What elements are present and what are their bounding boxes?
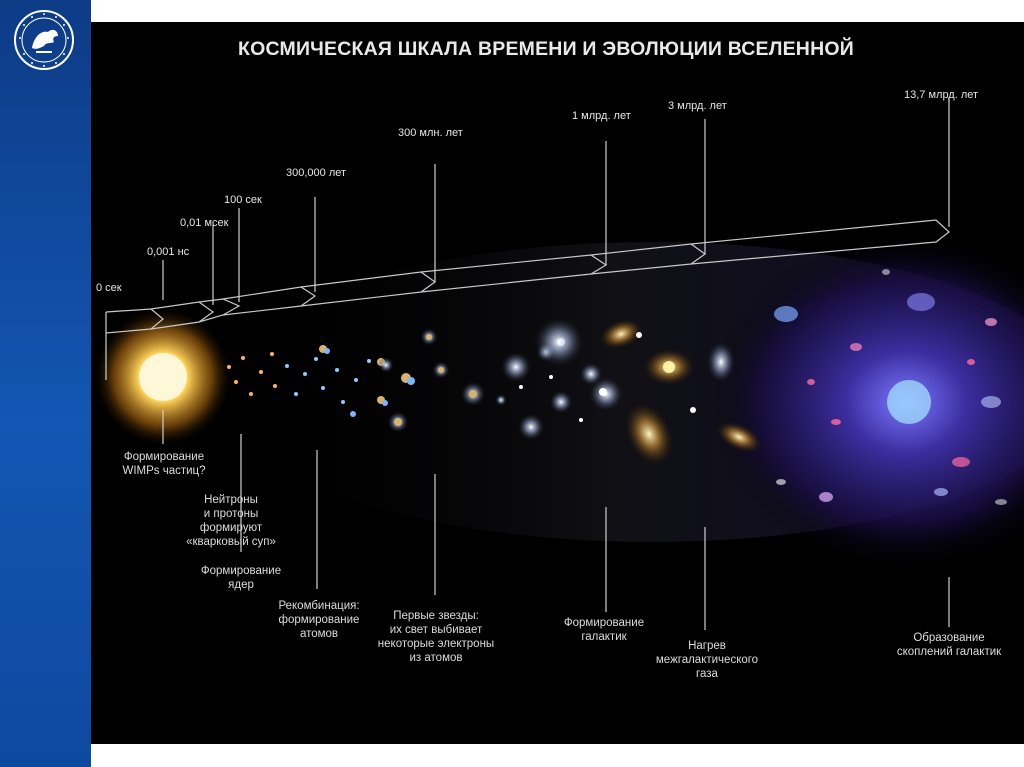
time-label-1: 0,001 нс (147, 246, 190, 258)
universe-illustration (93, 98, 1024, 630)
sidebar (0, 0, 91, 767)
time-label-5: 300 млн. лет (398, 127, 463, 139)
time-label-8: 13,7 млрд. лет (904, 89, 979, 101)
event-label-clusters: Образование скоплений галактик (896, 632, 1002, 658)
time-label-4: 300,000 лет (286, 167, 347, 179)
time-label-0: 0 сек (96, 282, 122, 294)
bottom-bar (91, 744, 1024, 767)
event-label-first-stars: Первые звезды: их свет выбивает некоторы… (377, 610, 495, 664)
time-label-2: 0,01 мсек (180, 217, 229, 229)
page-title: КОСМИЧЕСКАЯ ШКАЛА ВРЕМЕНИ И ЭВОЛЮЦИИ ВСЕ… (238, 38, 854, 60)
event-label-wimps: Формирование WIMPs частиц? (122, 451, 206, 477)
event-label-gas-heating: Нагрев межгалактического газа (655, 640, 759, 680)
time-label-7: 3 млрд. лет (668, 100, 727, 112)
university-logo-icon (14, 10, 74, 70)
time-label-3: 100 сек (224, 194, 262, 206)
time-label-6: 1 млрд. лет (572, 110, 631, 122)
event-label-recombination: Рекомбинация: формирование атомов (278, 600, 360, 640)
slide: КОСМИЧЕСКАЯ ШКАЛА ВРЕМЕНИ И ЭВОЛЮЦИИ ВСЕ… (91, 22, 1024, 744)
event-label-galaxies: Формирование галактик (563, 617, 645, 643)
event-label-nuclei: Формирование ядер (200, 565, 282, 591)
event-label-quark-soup: Нейтроны и протоны формируют «кварковый … (186, 494, 276, 548)
